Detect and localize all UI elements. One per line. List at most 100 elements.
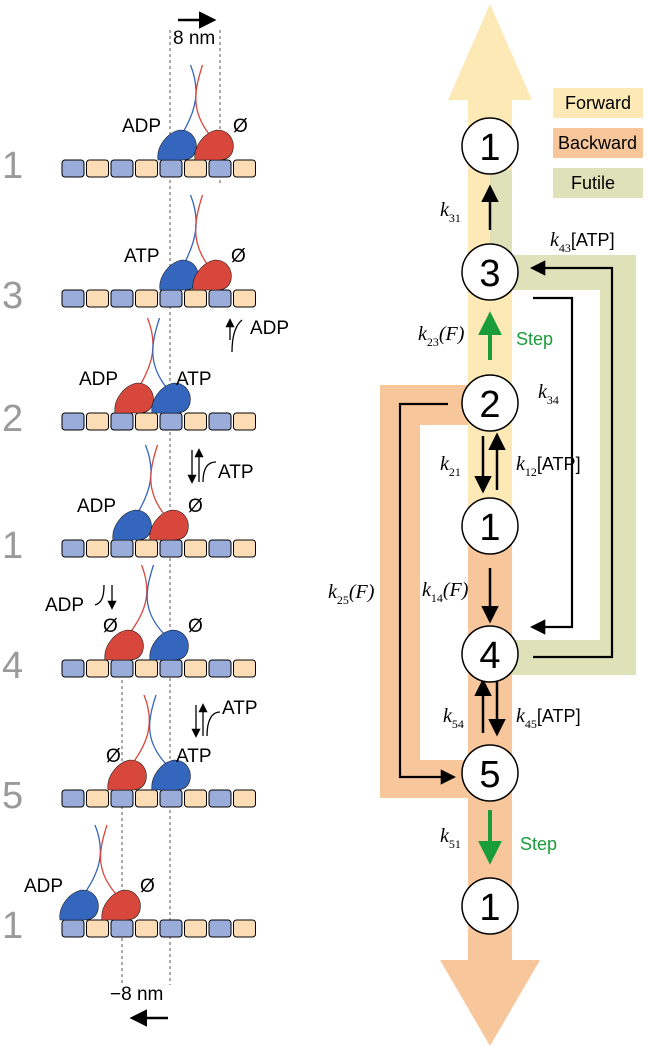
head-label-left: ADP <box>79 369 118 390</box>
rate-k31: k31 <box>440 199 461 225</box>
rate-k21: k21 <box>440 453 461 479</box>
motor-head-right <box>194 129 234 161</box>
legend-label-backward: Backward <box>558 133 637 153</box>
svg-text:1: 1 <box>479 127 500 169</box>
head-label-right: Ø <box>233 116 248 137</box>
state-number: 1 <box>2 905 23 947</box>
state-number: 1 <box>2 525 23 567</box>
transition-adp-release-1: ADP <box>225 318 289 353</box>
head-label-left: Ø <box>106 746 121 767</box>
neck-linkers <box>131 694 167 765</box>
state-number: 5 <box>2 775 23 817</box>
node-5: 5 <box>461 744 519 802</box>
state-number: 4 <box>2 645 23 687</box>
legend-swatch-futile <box>553 168 643 198</box>
motor-head-left <box>159 259 199 291</box>
legend-label-forward: Forward <box>565 93 631 113</box>
motor-head-right <box>101 889 141 921</box>
transition-label-atp-1: ATP <box>218 462 254 483</box>
transition-atp-bind-1: ATP <box>187 448 254 484</box>
head-label-left: Ø <box>103 616 118 637</box>
head-label-right: Ø <box>140 876 155 897</box>
state-number: 1 <box>2 145 23 187</box>
legend: Forward Backward Futile <box>553 88 643 198</box>
rate-k43: k43[ATP] <box>550 229 615 255</box>
neck-linkers <box>138 317 167 388</box>
microtubule-track <box>61 789 256 808</box>
step-label-forward: Step <box>516 329 553 349</box>
motor-head-left <box>112 509 152 541</box>
motor-head-right <box>192 259 232 291</box>
microtubule-track <box>61 919 256 938</box>
microtubule-track <box>61 659 256 678</box>
rate-k25: k25(F) <box>328 581 375 607</box>
top-distance-marker: 8 nm <box>173 11 217 49</box>
motor-head-right <box>151 382 191 414</box>
node-top-1: 1 <box>461 117 519 175</box>
microtubule-track <box>61 539 256 558</box>
motor-state-row: 5 Ø ATP <box>2 694 256 817</box>
rate-k23: k23(F) <box>418 323 465 349</box>
backward-loop-band <box>380 385 468 798</box>
head-label-right: ATP <box>176 746 212 767</box>
microtubule-track <box>61 159 256 178</box>
head-label-left: ADP <box>24 876 63 897</box>
step-label-backward: Step <box>520 834 557 854</box>
head-label-right: Ø <box>231 246 246 267</box>
rate-labels: k31 k43[ATP] k23(F) k34 k21 k12[ATP] k25… <box>328 199 615 851</box>
transition-label-adp-2: ADP <box>45 595 84 616</box>
motor-state-row: 3 ATP Ø <box>2 194 256 317</box>
node-4: 4 <box>461 625 519 683</box>
motor-state-row: 4 Ø Ø <box>2 564 256 687</box>
state-nodes: 1 3 2 1 4 5 1 <box>461 117 519 935</box>
neck-linkers <box>181 64 210 135</box>
svg-text:1: 1 <box>479 887 500 929</box>
transition-label-atp-2: ATP <box>222 698 258 719</box>
svg-text:3: 3 <box>479 253 500 295</box>
motor-head-right <box>149 509 189 541</box>
bottom-distance-marker: −8 nm <box>110 984 168 1027</box>
transition-label-adp-1: ADP <box>250 318 289 339</box>
state-number: 2 <box>2 398 23 440</box>
head-label-left: ADP <box>122 116 161 137</box>
node-bottom-1: 1 <box>461 877 519 935</box>
neck-linkers <box>183 194 208 265</box>
transition-atp-bind-2: ATP <box>191 698 258 738</box>
legend-swatch-forward <box>553 88 643 118</box>
rate-k51: k51 <box>440 825 461 851</box>
rate-k45: k45[ATP] <box>516 705 581 731</box>
motor-head-left <box>104 629 144 661</box>
network-arrows <box>398 184 614 785</box>
motor-head-left <box>157 129 197 161</box>
head-label-right: ATP <box>176 369 212 390</box>
head-label-left: ADP <box>77 496 116 517</box>
motor-state-row: 2 ADP ATP <box>2 317 256 440</box>
rate-k54: k54 <box>443 705 464 731</box>
motor-head-right <box>151 759 191 791</box>
svg-text:4: 4 <box>479 635 500 677</box>
futile-loop-band <box>512 255 636 675</box>
top-distance-label: 8 nm <box>173 28 215 49</box>
svg-text:2: 2 <box>479 384 500 426</box>
head-label-right: Ø <box>188 616 203 637</box>
node-1: 1 <box>461 497 519 555</box>
rate-k12: k12[ATP] <box>516 453 581 479</box>
rate-k14: k14(F) <box>422 579 469 605</box>
state-number: 3 <box>2 275 23 317</box>
motor-head-left <box>114 382 154 414</box>
neck-linkers <box>136 444 165 515</box>
motor-head-left <box>107 759 147 791</box>
motor-state-row: 1 ADP Ø <box>2 64 256 187</box>
head-label-left: ATP <box>124 246 160 267</box>
legend-swatch-backward <box>553 128 643 158</box>
microtubule-track <box>61 289 256 308</box>
transition-adp-release-2: ADP <box>45 584 117 616</box>
neck-linkers <box>128 564 165 635</box>
right-panel: Forward Backward Futile 1 <box>328 4 643 1046</box>
motor-head-left <box>59 889 99 921</box>
microtubule-track <box>61 412 256 431</box>
rate-k34: k34 <box>538 381 559 407</box>
svg-text:5: 5 <box>479 754 500 796</box>
